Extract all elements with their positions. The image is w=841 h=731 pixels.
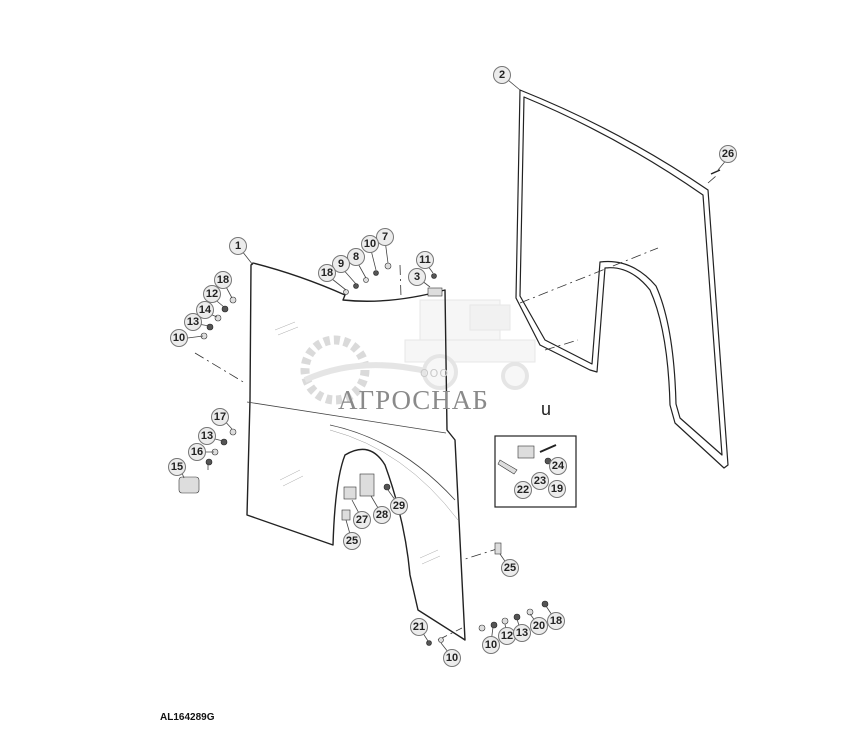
svg-text:9: 9 — [338, 258, 344, 270]
inset-latch-parts — [497, 444, 557, 475]
callout-10-bottom-b: 10 — [443, 649, 461, 667]
glass-reflection — [274, 321, 441, 565]
svg-text:12: 12 — [501, 630, 513, 642]
svg-text:12: 12 — [206, 288, 218, 300]
callout-13-bottom: 13 — [513, 624, 531, 642]
svg-text:14: 14 — [199, 304, 212, 316]
callout-10-bottom-a: 10 — [482, 636, 500, 654]
callout-18-top: 18 — [318, 264, 336, 282]
svg-text:1: 1 — [235, 240, 241, 252]
callout-29: 29 — [390, 497, 408, 515]
callout-12-bottom: 12 — [498, 627, 516, 645]
hardware-upper-top — [343, 262, 443, 297]
svg-text:19: 19 — [551, 483, 563, 495]
watermark-company-prefix: ООО — [420, 367, 449, 380]
callout-13-upper: 13 — [184, 313, 202, 331]
svg-text:25: 25 — [504, 562, 516, 574]
callout-28: 28 — [373, 506, 391, 524]
callout-13-lower: 13 — [198, 427, 216, 445]
callout-15: 15 — [168, 458, 186, 476]
svg-text:28: 28 — [376, 509, 388, 521]
svg-text:26: 26 — [722, 148, 734, 160]
svg-text:24: 24 — [552, 460, 565, 472]
callout-16: 16 — [188, 443, 206, 461]
callout-1: 1 — [229, 237, 247, 255]
drawing-reference-code: AL164289G — [160, 712, 215, 723]
callout-27: 27 — [353, 511, 371, 529]
callout-11: 11 — [416, 251, 434, 269]
svg-text:17: 17 — [214, 411, 226, 423]
svg-text:7: 7 — [382, 231, 388, 243]
svg-text:10: 10 — [485, 639, 497, 651]
svg-text:18: 18 — [217, 274, 229, 286]
callout-7: 7 — [376, 228, 394, 246]
callout-24: 24 — [549, 457, 567, 475]
svg-text:8: 8 — [353, 251, 359, 263]
callout-26: 26 — [719, 145, 737, 163]
svg-text:3: 3 — [414, 271, 420, 283]
alignment-lines — [194, 175, 717, 641]
svg-text:29: 29 — [393, 500, 405, 512]
svg-text:27: 27 — [356, 514, 368, 526]
svg-text:10: 10 — [446, 652, 458, 664]
svg-text:13: 13 — [187, 316, 199, 328]
callout-25-right: 25 — [501, 559, 519, 577]
hardware-center-brackets — [341, 473, 502, 555]
stray-glyph: u — [541, 399, 551, 419]
callout-19: 19 — [548, 480, 566, 498]
svg-text:11: 11 — [419, 254, 431, 266]
callout-18-left: 18 — [214, 271, 232, 289]
svg-text:22: 22 — [517, 484, 529, 496]
callout-20: 20 — [530, 617, 548, 635]
svg-text:2: 2 — [499, 69, 505, 81]
svg-text:23: 23 — [534, 475, 546, 487]
svg-text:15: 15 — [171, 461, 183, 473]
seal-frame — [515, 89, 729, 469]
door-glass-outline — [246, 262, 466, 641]
callout-8: 8 — [347, 248, 365, 266]
svg-text:18: 18 — [321, 267, 333, 279]
svg-text:10: 10 — [173, 332, 185, 344]
callout-10-top: 10 — [361, 235, 379, 253]
callout-9: 9 — [332, 255, 350, 273]
callout-22: 22 — [514, 481, 532, 499]
callout-17: 17 — [211, 408, 229, 426]
callout-12-left: 12 — [203, 285, 221, 303]
callout-3: 3 — [408, 268, 426, 286]
callout-14: 14 — [196, 301, 214, 319]
svg-text:20: 20 — [533, 620, 545, 632]
watermark-logo — [300, 299, 536, 405]
hardware-bottom — [426, 600, 549, 646]
callout-23: 23 — [531, 472, 549, 490]
callout-25-center: 25 — [343, 532, 361, 550]
svg-text:21: 21 — [413, 621, 425, 633]
svg-text:18: 18 — [550, 615, 562, 627]
callout-2: 2 — [493, 66, 511, 84]
callout-21: 21 — [410, 618, 428, 636]
svg-text:25: 25 — [346, 535, 358, 547]
callout-18-bottom: 18 — [547, 612, 565, 630]
svg-text:16: 16 — [191, 446, 203, 458]
hardware-lower-left — [178, 428, 237, 494]
svg-text:10: 10 — [364, 238, 376, 250]
svg-text:13: 13 — [516, 627, 528, 639]
watermark-company-name: АГРОСНАБ — [338, 385, 489, 415]
svg-text:13: 13 — [201, 430, 213, 442]
callout-10-left: 10 — [170, 329, 188, 347]
clip-26 — [710, 169, 721, 175]
